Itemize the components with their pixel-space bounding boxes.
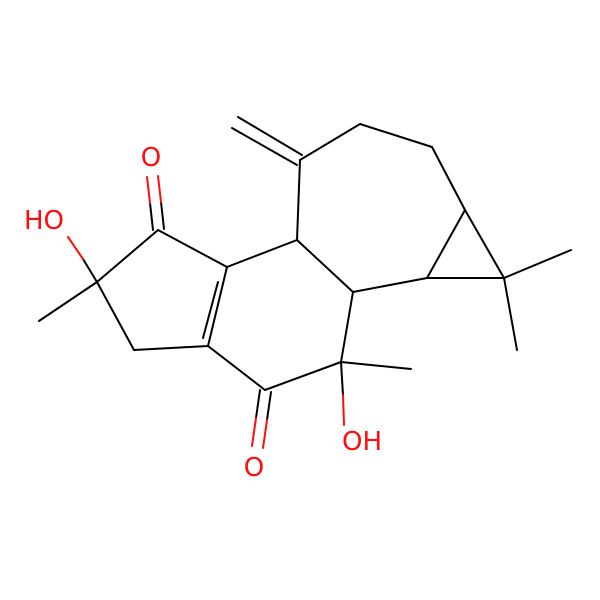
oxygen-top-label: O [141,143,161,173]
bond-ketone-bottom-black-a [255,389,261,419]
atom-labels: O HO O OH [24,143,382,483]
bond-ketone-top-red-b [157,175,162,203]
bond-c13-methyl [38,281,98,322]
bond-oh-left-black [82,258,98,283]
bond-c11-c6 [340,291,354,363]
bond-oh-left-red [67,236,84,260]
bond-ketone-bottom-black-b [266,391,272,421]
bond-c3-c4 [431,146,466,211]
bond-ketone-top-red-a [146,176,151,204]
bond-methylene-inner [237,116,303,156]
bond-c2-c3 [359,123,433,148]
bond-gem-methyl-down [503,277,518,351]
bond-c7-c1 [296,159,301,241]
hydroxyl-bottom-label: OH [342,427,382,457]
bonds [38,116,572,391]
bond-c8-c9-inner [202,281,219,339]
bond-c12-c13 [96,229,159,283]
bond-c5-c6 [352,277,428,293]
bond-ketone-bottom-red-b [262,419,268,449]
bond-oh-bottom-red [342,394,345,426]
bond-c4-c5 [426,209,466,279]
bond-ketone-top-black-b [160,201,165,230]
bond-ketone-bottom-red-a [251,417,257,447]
bond-c8-c9-outer [207,266,228,347]
bond-ketone-top-black-a [149,202,154,231]
bond-cp-upper [464,209,505,279]
bond-c11-methyl [340,361,412,370]
bond-methylene-outer [231,127,298,166]
oxygen-bottom-label: O [244,453,264,483]
bond-gem-methyl-right [503,249,572,279]
bond-c8-c12 [157,229,228,268]
bond-c1-c2 [299,123,361,161]
bond-c6-c7 [296,239,354,293]
bond-c14-c9 [133,345,209,351]
bond-oh-bottom-black [340,361,344,396]
bond-c9-c10 [207,345,266,391]
bond-c7-c8 [226,239,298,268]
heteroatom-bonds [67,175,345,449]
bond-c13-c14 [96,281,135,351]
hydroxyl-left-label: HO [24,206,64,236]
bond-c10-c11 [264,361,342,391]
